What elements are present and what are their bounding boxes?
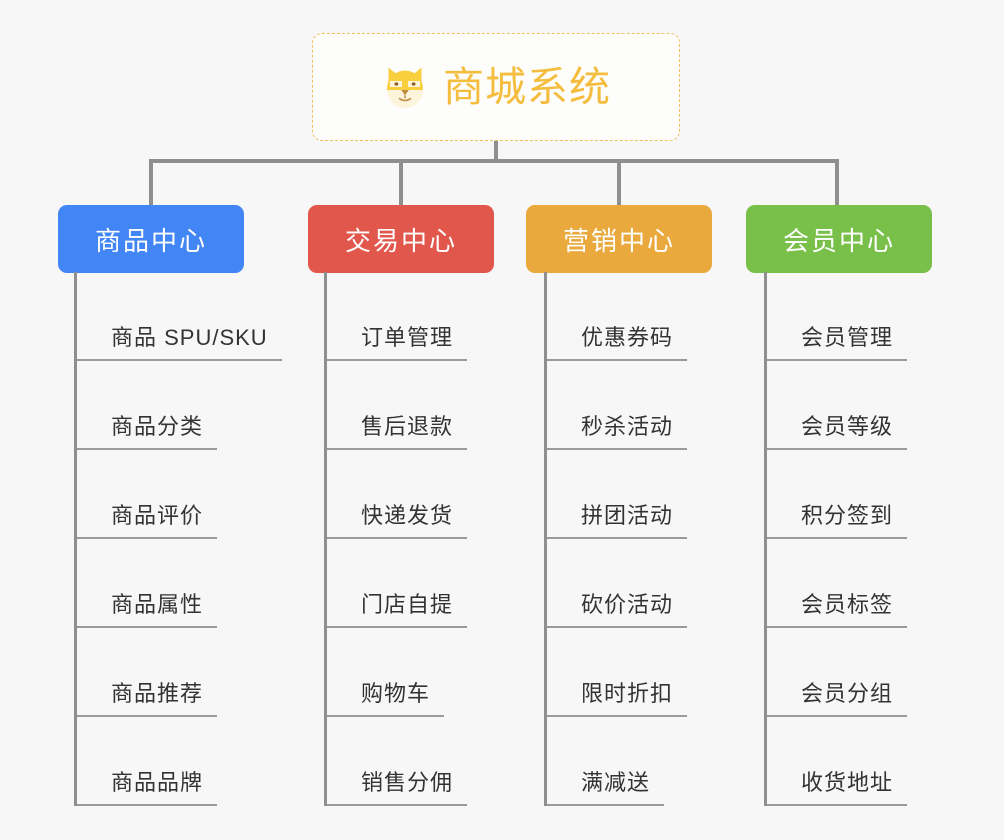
- leaf-item[interactable]: 满减送: [547, 717, 665, 806]
- leaf-item-label: 商品 SPU/SKU: [77, 324, 282, 361]
- leaf-item-label: 销售分佣: [327, 769, 468, 806]
- connector-drop-trade-center: [399, 159, 403, 207]
- column-spine: [544, 272, 547, 806]
- leaf-item-label: 商品推荐: [77, 680, 218, 717]
- leaf-item[interactable]: 购物车: [327, 628, 445, 717]
- leaf-item-label: 门店自提: [327, 591, 468, 628]
- connector-horizontal-bus: [149, 159, 839, 163]
- leaf-item[interactable]: 商品品牌: [77, 717, 218, 806]
- leaf-item-label: 满减送: [547, 769, 665, 806]
- leaf-item[interactable]: 商品分类: [77, 361, 218, 450]
- leaf-item-label: 售后退款: [327, 413, 468, 450]
- connector-drop-member-center: [835, 159, 839, 207]
- leaf-item-label: 积分签到: [767, 502, 908, 539]
- leaf-item[interactable]: 砍价活动: [547, 539, 688, 628]
- connector-drop-product-center: [149, 159, 153, 207]
- category-label: 营销中心: [562, 225, 675, 256]
- leaf-item-label: 会员等级: [767, 413, 908, 450]
- leaf-item-label: 会员管理: [767, 324, 908, 361]
- leaf-item-label: 商品属性: [77, 591, 218, 628]
- leaf-item-label: 快递发货: [327, 502, 468, 539]
- category-box-marketing-center[interactable]: 营销中心: [526, 205, 712, 273]
- leaf-item-label: 收货地址: [767, 769, 908, 806]
- leaf-item[interactable]: 积分签到: [767, 450, 908, 539]
- leaf-item-label: 订单管理: [327, 324, 468, 361]
- leaf-item-label: 优惠券码: [547, 324, 688, 361]
- leaf-item[interactable]: 订单管理: [327, 272, 468, 361]
- root-title: 商城系统: [443, 63, 611, 110]
- leaf-item[interactable]: 收货地址: [767, 717, 908, 806]
- leaf-item[interactable]: 会员分组: [767, 628, 908, 717]
- leaf-item[interactable]: 销售分佣: [327, 717, 468, 806]
- category-box-trade-center[interactable]: 交易中心: [308, 205, 494, 273]
- leaf-item[interactable]: 商品属性: [77, 539, 218, 628]
- dog-face-icon: [381, 63, 429, 111]
- leaf-item[interactable]: 拼团活动: [547, 450, 688, 539]
- connector-drop-marketing-center: [617, 159, 621, 207]
- category-label: 交易中心: [344, 225, 457, 256]
- category-label: 商品中心: [94, 225, 207, 256]
- category-box-member-center[interactable]: 会员中心: [746, 205, 932, 273]
- leaf-item[interactable]: 门店自提: [327, 539, 468, 628]
- leaf-item[interactable]: 商品推荐: [77, 628, 218, 717]
- leaf-item-label: 秒杀活动: [547, 413, 688, 450]
- leaf-item-label: 拼团活动: [547, 502, 688, 539]
- leaf-item[interactable]: 秒杀活动: [547, 361, 688, 450]
- column-spine: [764, 272, 767, 806]
- leaf-item-label: 商品评价: [77, 502, 218, 539]
- leaf-item-label: 砍价活动: [547, 591, 688, 628]
- root-node-mall-system[interactable]: 商城系统: [312, 33, 680, 141]
- leaf-item[interactable]: 快递发货: [327, 450, 468, 539]
- leaf-item[interactable]: 限时折扣: [547, 628, 688, 717]
- leaf-item[interactable]: 商品评价: [77, 450, 218, 539]
- leaf-item-label: 商品分类: [77, 413, 218, 450]
- leaf-item[interactable]: 商品 SPU/SKU: [77, 272, 282, 361]
- leaf-item[interactable]: 会员管理: [767, 272, 908, 361]
- leaf-item-label: 限时折扣: [547, 680, 688, 717]
- leaf-item-label: 购物车: [327, 680, 445, 717]
- category-box-product-center[interactable]: 商品中心: [58, 205, 244, 273]
- connector-root-stem: [494, 141, 498, 163]
- leaf-item[interactable]: 会员等级: [767, 361, 908, 450]
- leaf-item-label: 商品品牌: [77, 769, 218, 806]
- leaf-item-label: 会员标签: [767, 591, 908, 628]
- leaf-item-label: 会员分组: [767, 680, 908, 717]
- leaf-item[interactable]: 会员标签: [767, 539, 908, 628]
- leaf-item[interactable]: 优惠券码: [547, 272, 688, 361]
- category-label: 会员中心: [782, 225, 895, 256]
- column-spine: [324, 272, 327, 806]
- column-spine: [74, 272, 77, 806]
- leaf-item[interactable]: 售后退款: [327, 361, 468, 450]
